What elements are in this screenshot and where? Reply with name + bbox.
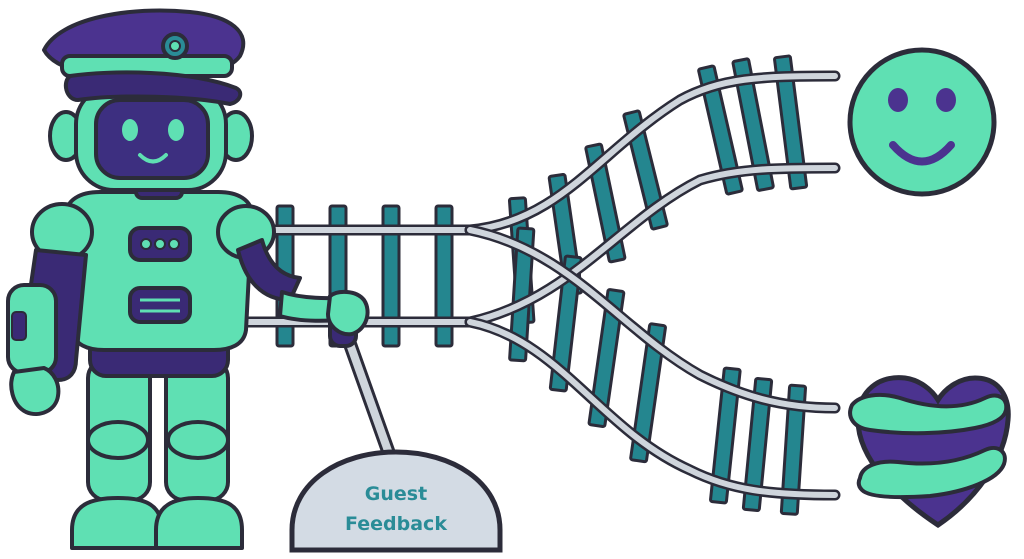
track-sleeper bbox=[629, 322, 667, 464]
track-sleeper bbox=[697, 64, 744, 196]
robot-right-hand bbox=[326, 289, 370, 337]
track-sleeper bbox=[779, 383, 807, 516]
robot-left-eye bbox=[122, 119, 138, 141]
robot-chest-light-2 bbox=[154, 238, 166, 250]
track-sleeper bbox=[741, 377, 774, 512]
robot-conductor-icon bbox=[6, 8, 370, 550]
robot-vent-panel bbox=[128, 286, 192, 324]
lever-base bbox=[289, 449, 503, 553]
lever-label-line2: Feedback bbox=[345, 513, 447, 535]
lower-branch-sleepers bbox=[508, 226, 807, 516]
robot-chest-light-1 bbox=[140, 238, 152, 250]
smiley-face-icon bbox=[847, 47, 997, 197]
robot-torso bbox=[64, 190, 254, 352]
track-sleeper bbox=[548, 254, 583, 393]
robot-right-foot bbox=[154, 496, 244, 550]
robot-chest-light-3 bbox=[168, 238, 180, 250]
track-sleeper bbox=[622, 109, 669, 231]
heart-hug-icon bbox=[848, 375, 1011, 529]
hug-arm-top bbox=[848, 392, 1009, 436]
smiley-right-eye bbox=[936, 88, 956, 112]
lever-label-line1: Guest bbox=[365, 483, 427, 505]
track-sleeper bbox=[773, 54, 809, 191]
track-sleeper bbox=[434, 204, 454, 348]
smiley-left-eye bbox=[888, 88, 908, 112]
robot-face-screen bbox=[94, 98, 210, 180]
railroad-tracks bbox=[224, 54, 841, 516]
track-sleeper bbox=[709, 366, 742, 505]
robot-right-knee bbox=[166, 420, 230, 460]
robot-hat-brim bbox=[63, 70, 243, 106]
robot-left-knee bbox=[86, 420, 150, 460]
robot-mouth bbox=[138, 153, 168, 164]
hug-arm-bottom bbox=[856, 445, 1007, 500]
robot-left-foot bbox=[70, 496, 164, 550]
robot-left-hand bbox=[9, 366, 61, 416]
track-sleeper bbox=[731, 57, 775, 192]
robot-right-eye bbox=[168, 119, 184, 141]
track-sleeper bbox=[587, 288, 626, 428]
track-sleeper bbox=[381, 204, 401, 348]
smiley-mouth bbox=[889, 141, 955, 166]
